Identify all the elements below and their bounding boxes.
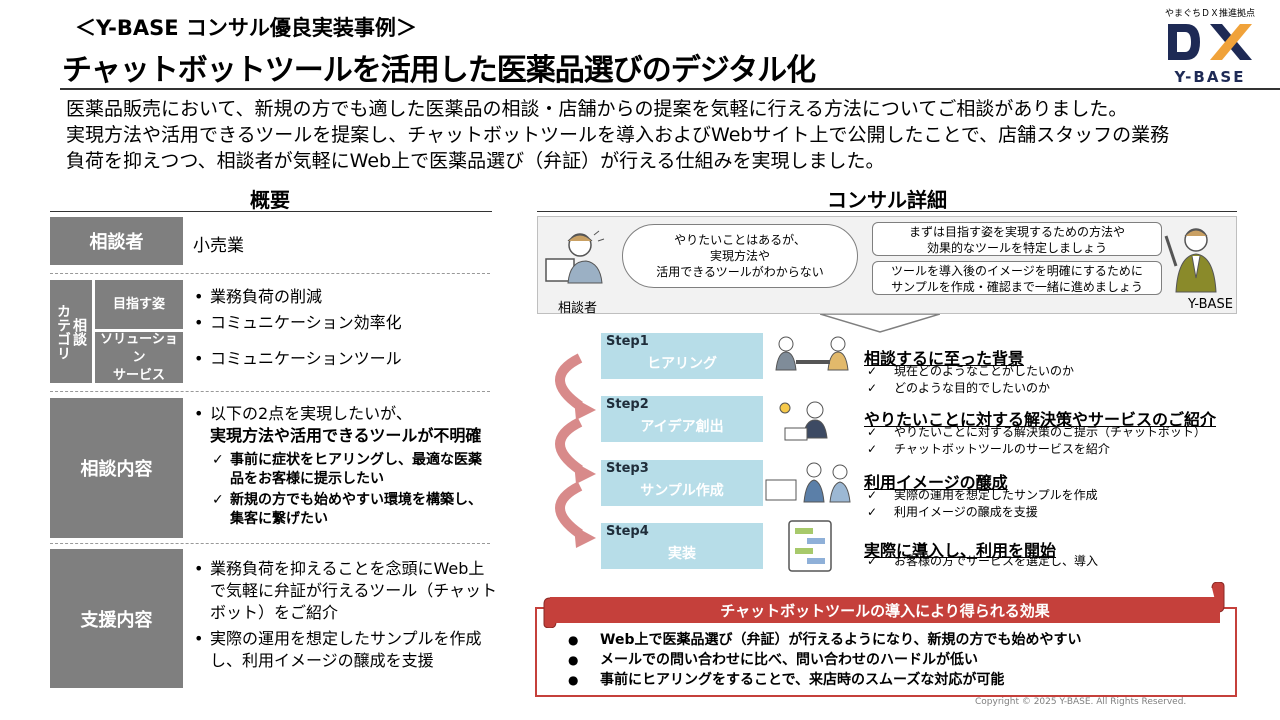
logo-tagline: やまぐちＤＸ推進拠点	[1164, 9, 1255, 19]
support-list: 業務負荷を抑えることを念頭にWeb上で気軽に弁証が行えるツール（チャットボット）…	[190, 558, 500, 672]
page-subtitle: ＜Y-BASE コンサル優良実装事例＞	[75, 16, 417, 40]
ybase-speech-bubble-2: ツールを導入後のイメージを明確にするために サンプルを作成・確認まで一緒に進めま…	[872, 261, 1162, 295]
ybase-logo: やまぐちＤＸ推進拠点 Y-BASE	[1160, 6, 1260, 86]
support-item: 業務負荷を抑えることを念頭にWeb上で気軽に弁証が行えるツール（チャットボット）…	[190, 558, 500, 624]
overview-heading: 概要	[250, 188, 290, 212]
effect-list: Web上で医薬品選び（弁証）が行えるようになり、新規の方でも始めやすい メールで…	[568, 630, 1081, 690]
row-divider	[50, 391, 490, 392]
content-label: 相談内容	[50, 398, 183, 538]
step3-list: 実際の運用を想定したサンプルを作成 利用イメージの醸成を支援	[864, 487, 1098, 521]
sample-creation-icon	[765, 462, 851, 503]
effect-heading: チャットボットツールの導入により得られる効果	[550, 597, 1220, 623]
intro-line: 負荷を抑えつつ、相談者が気軽にWeb上で医薬品選び（弁証）が行える仕組みを実現し…	[66, 150, 885, 172]
step-flow-arrows	[555, 353, 596, 548]
step-item: お客様の方でサービスを選定し、導入	[864, 553, 1098, 570]
row-divider	[50, 273, 490, 274]
support-label: 支援内容	[50, 549, 183, 688]
ybase-label: Y-BASE	[1188, 297, 1233, 312]
goal-label: 目指す姿	[95, 280, 183, 329]
copyright: Copyright © 2025 Y-BASE. All Rights Rese…	[975, 697, 1187, 707]
effect-item: Web上で医薬品選び（弁証）が行えるようになり、新規の方でも始めやすい	[568, 630, 1081, 650]
step-name: 実装	[668, 546, 696, 562]
step-number: Step2	[606, 397, 649, 412]
row-divider	[50, 543, 490, 544]
category-label-text: カテゴリ	[55, 303, 71, 360]
step3-box: Step3 サンプル作成	[601, 460, 763, 506]
ybase-speech-bubble-1: まずは目指す姿を実現するための方法や 効果的なツールを特定しましょう	[872, 222, 1162, 256]
consultant-value: 小売業	[193, 236, 244, 256]
goal-item: コミュニケーション効率化	[190, 310, 402, 336]
effect-item: 事前にヒアリングをすることで、来店時のスムーズな対応が可能	[568, 670, 1081, 690]
intro-line: 実現方法や活用できるツールを提案し、チャットボットツールを導入およびWebサイト…	[66, 124, 1170, 146]
goal-item: 業務負荷の削減	[190, 284, 402, 310]
detail-heading: コンサル詳細	[827, 188, 947, 212]
idea-creation-icon	[779, 401, 828, 441]
client-person-icon	[545, 230, 605, 284]
solution-label: ソリューション サービス	[95, 332, 183, 383]
down-arrow-icon	[820, 314, 940, 333]
chatbot-screen-icon	[788, 520, 832, 572]
step2-box: Step2 アイデア創出	[601, 396, 763, 442]
content-body: 以下の2点を実現したいが、 実現方法や活用できるツールが不明確 事前に症状をヒア…	[190, 403, 490, 529]
step-name: ヒアリング	[647, 356, 717, 372]
content-bold: 実現方法や活用できるツールが不明確	[210, 426, 482, 445]
step-item: どのような目的でしたいのか	[864, 380, 1074, 397]
hearing-meeting-icon	[775, 336, 849, 371]
step-number: Step3	[606, 461, 649, 476]
client-speech-bubble: やりたいことはあるが、 実現方法や 活用できるツールがわからない	[622, 224, 858, 288]
category-sub-text: 相談	[71, 317, 87, 346]
goal-list: 業務負荷の削減 コミュニケーション効率化	[190, 284, 402, 336]
overview-divider	[50, 211, 492, 212]
content-check-item: 新規の方でも始めやすい環境を構築し、集客に繋げたい	[212, 491, 492, 529]
step-number: Step1	[606, 334, 649, 349]
step-item: やりたいことに対する解決策のご提示（チャットボット）	[864, 424, 1206, 441]
content-check-item: 事前に症状をヒアリングし、最適な医薬品をお客様に提示したい	[212, 451, 492, 489]
title-divider	[60, 88, 1280, 90]
dx-logo-icon	[1168, 24, 1252, 60]
step4-box: Step4 実装	[601, 523, 763, 569]
consultant-label: 相談者	[50, 217, 183, 265]
step4-list: お客様の方でサービスを選定し、導入	[864, 553, 1098, 570]
page-title: チャットボットツールを活用した医薬品選びのデジタル化	[62, 53, 816, 88]
intro-line: 医薬品販売において、新規の方でも適した医薬品の相談・店舗からの提案を気軽に行える…	[66, 98, 1128, 120]
content-intro: 以下の2点を実現したいが、	[190, 403, 490, 425]
step1-box: Step1 ヒアリング	[601, 333, 763, 379]
step1-list: 現在どのようなことがしたいのか どのような目的でしたいのか	[864, 363, 1074, 397]
step-item: 利用イメージの醸成を支援	[864, 504, 1098, 521]
step2-list: やりたいことに対する解決策のご提示（チャットボット） チャットボットツールのサー…	[864, 424, 1206, 458]
step-item: 現在どのようなことがしたいのか	[864, 363, 1074, 380]
step-name: アイデア創出	[640, 419, 724, 435]
step-item: チャットボットツールのサービスを紹介	[864, 441, 1206, 458]
step-number: Step4	[606, 524, 649, 539]
category-label: カテゴリ 相談	[50, 280, 92, 383]
solution-item: コミュニケーションツール	[190, 348, 402, 370]
support-item: 実際の運用を想定したサンプルを作成し、利用イメージの醸成を支援	[190, 628, 500, 672]
intro-text: 医薬品販売において、新規の方でも適した医薬品の相談・店舗からの提案を気軽に行える…	[66, 96, 1266, 174]
step-name: サンプル作成	[640, 483, 724, 499]
effect-item: メールでの問い合わせに比べ、問い合わせのハードルが低い	[568, 650, 1081, 670]
client-label: 相談者	[558, 301, 598, 316]
step-item: 実際の運用を想定したサンプルを作成	[864, 487, 1098, 504]
detail-divider	[537, 211, 1237, 212]
logo-name: Y-BASE	[1174, 68, 1246, 86]
ybase-consultant-icon	[1164, 228, 1217, 293]
solution-list: コミュニケーションツール	[190, 348, 402, 370]
